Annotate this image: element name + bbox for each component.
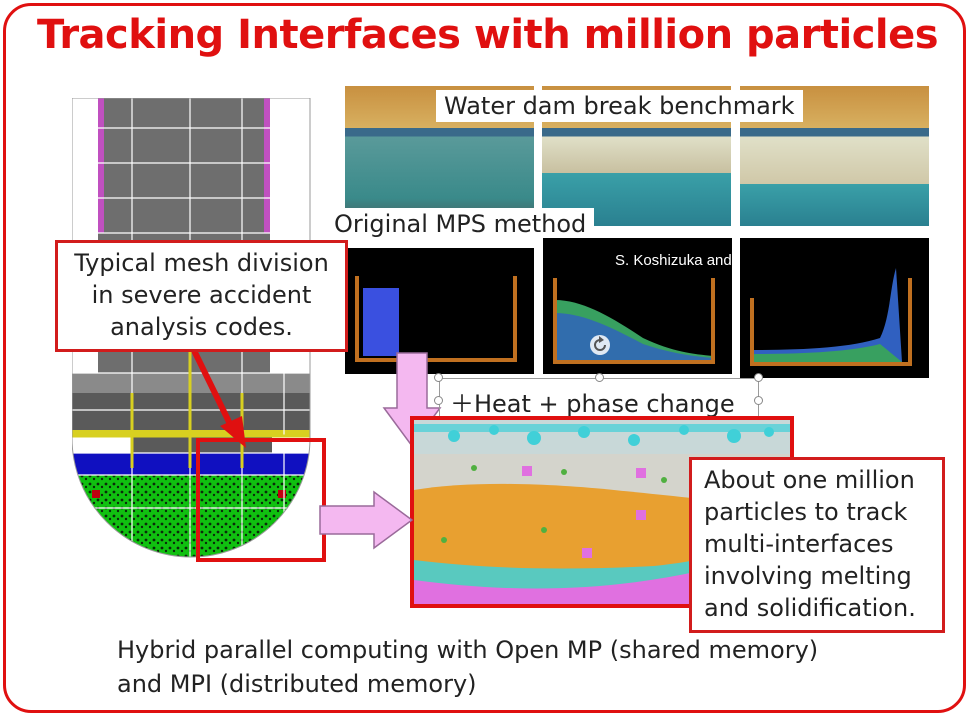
slide-frame xyxy=(3,3,966,713)
slide-title: Tracking Interfaces with million particl… xyxy=(36,12,939,58)
footer-text: Hybrid parallel computing with Open MP (… xyxy=(117,633,877,701)
footer-line-2: and MPI (distributed memory) xyxy=(117,670,477,698)
selection-handle-tl[interactable] xyxy=(434,373,443,382)
pink-right-arrow xyxy=(319,490,414,550)
rotate-handle-icon[interactable] xyxy=(589,334,611,356)
original-mps-label: Original MPS method xyxy=(326,208,595,240)
mesh-callout: Typical mesh division in severe accident… xyxy=(55,240,348,352)
mps-sim-panel-3 xyxy=(740,238,929,378)
heat-phase-label[interactable]: ＋Heat + phase change xyxy=(450,390,735,418)
dam-break-label: Water dam break benchmark xyxy=(436,90,803,122)
selection-handle-tr[interactable] xyxy=(754,373,763,382)
mps-sim-panel-1 xyxy=(345,248,534,374)
selection-handle-mr[interactable] xyxy=(754,396,763,405)
selection-handle-tm[interactable] xyxy=(595,373,604,382)
million-particles-callout: About one million particles to track mul… xyxy=(689,457,945,633)
selection-handle-ml[interactable] xyxy=(434,396,443,405)
footer-line-1: Hybrid parallel computing with Open MP (… xyxy=(117,636,819,664)
mesh-highlight-box xyxy=(196,438,326,562)
